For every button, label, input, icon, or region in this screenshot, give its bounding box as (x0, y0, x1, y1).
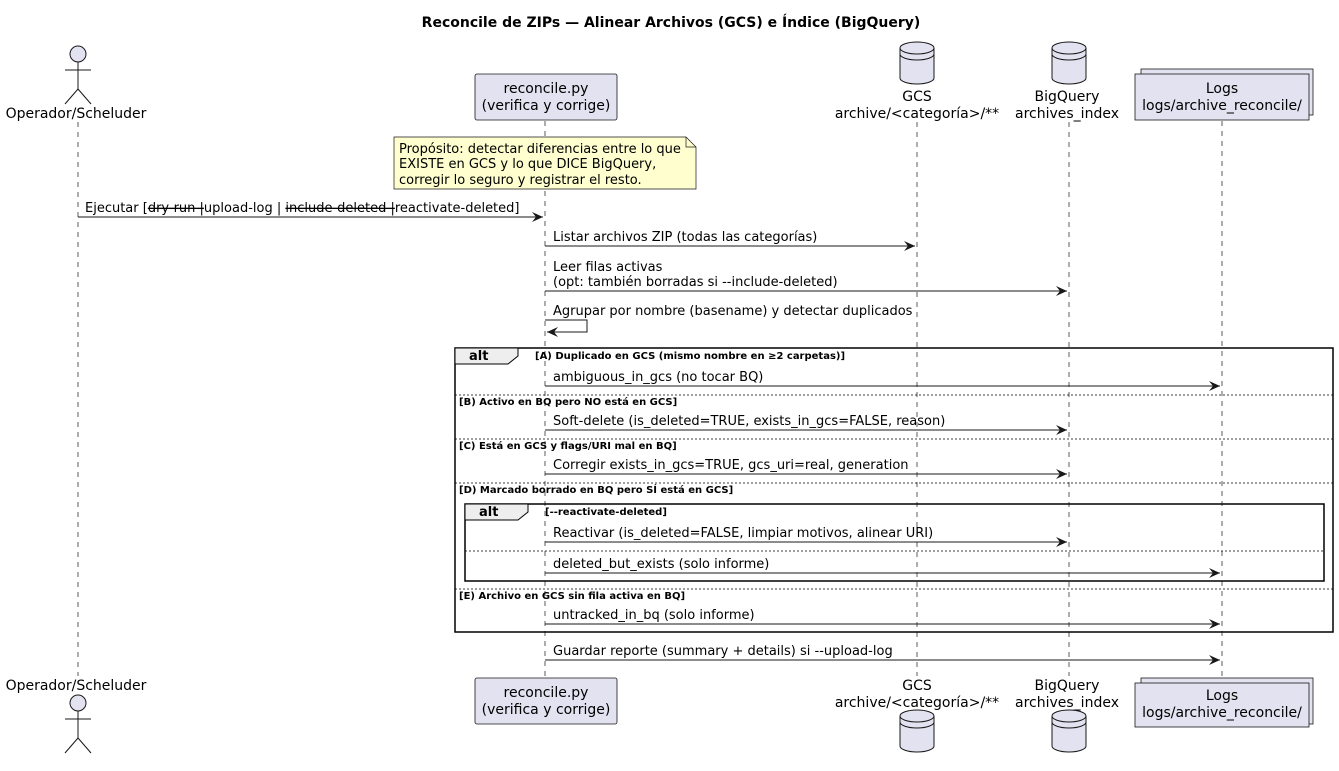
participant-label: GCS (902, 678, 932, 694)
participant-sublabel: (verifica y corrige) (482, 98, 611, 114)
database-icon (1051, 709, 1087, 753)
actor-icon (64, 694, 92, 754)
lifelines (77, 121, 1223, 676)
participant-gcs-bottom: GCS archive/<categoría>/** (835, 678, 999, 753)
participant-sublabel: archive/<categoría>/** (835, 106, 999, 122)
alt-fragment-outer: alt [A) Duplicado en GCS (mismo nombre e… (454, 347, 1334, 633)
alt-guard-a: [A) Duplicado en GCS (mismo nombre en ≥2… (535, 351, 845, 362)
alt-guard-c: [C) Está en GCS y flags/URI mal en BQ] (459, 440, 677, 452)
message-label-2: (opt: también borradas si --include-dele… (553, 275, 838, 290)
message-guardar-reporte: Guardar reporte (summary + details) si -… (545, 644, 1220, 665)
participant-reconcile-bottom: reconcile.py (verifica y corrige) (474, 677, 618, 725)
participant-sublabel: archives_index (1015, 106, 1119, 122)
alt-fragment-inner: alt [--reactivate-deleted] Reactivar (is… (464, 503, 1325, 582)
database-icon (1051, 41, 1087, 85)
alt-guard-reactivate: [--reactivate-deleted] (545, 507, 667, 518)
message-label-d1: Reactivar (is_deleted=FALSE, limpiar mot… (553, 526, 933, 541)
participant-sublabel: logs/archive_reconcile/ (1142, 705, 1302, 721)
participant-label: Logs (1206, 688, 1238, 704)
message-label: Ejecutar [dry-run |upload-log | include-… (85, 201, 519, 216)
participant-bigquery-top: BigQuery archives_index (1015, 41, 1119, 122)
message-listar: Listar archivos ZIP (todas las categoría… (545, 230, 915, 251)
participant-operador-top: Operador/Scheluder (6, 45, 147, 122)
alt-guard-e: [E) Archivo en GCS sin fila activa en BQ… (459, 591, 685, 602)
participant-label: Operador/Scheluder (6, 106, 147, 122)
alt-keyword: alt (469, 349, 488, 364)
message-label-b: Soft-delete (is_deleted=TRUE, exists_in_… (553, 414, 945, 429)
message-label: Leer filas activas (553, 260, 663, 275)
diagram-title: Reconcile de ZIPs — Alinear Archivos (GC… (422, 14, 921, 31)
participant-label: GCS (902, 89, 932, 105)
database-icon (899, 709, 935, 753)
message-label-d2: deleted_but_exists (solo informe) (553, 557, 769, 572)
note-line-2: EXISTE en GCS y lo que DICE BigQuery, (399, 157, 656, 172)
participant-label: reconcile.py (504, 685, 589, 701)
participant-logs-bottom: Logs logs/archive_reconcile/ (1134, 677, 1314, 728)
participant-bigquery-bottom: BigQuery archives_index (1015, 678, 1119, 753)
participant-gcs-top: GCS archive/<categoría>/** (835, 41, 999, 122)
message-ejecutar: Ejecutar [dry-run |upload-log | include-… (78, 201, 543, 222)
message-arrow (545, 319, 588, 337)
participant-logs-top: Logs logs/archive_reconcile/ (1134, 68, 1314, 121)
message-label: Listar archivos ZIP (todas las categoría… (553, 230, 817, 245)
participant-sublabel: archives_index (1015, 695, 1119, 711)
alt-guard-d: [D) Marcado borrado en BQ pero SÍ está e… (459, 483, 733, 496)
participant-label: BigQuery (1035, 678, 1100, 694)
message-agrupar-self: Agrupar por nombre (basename) y detectar… (545, 304, 913, 337)
database-icon (899, 41, 935, 85)
alt-keyword: alt (479, 505, 498, 520)
note-line-3: corregir lo seguro y registrar el resto. (399, 173, 642, 188)
participant-label: Logs (1206, 81, 1238, 97)
message-label-c: Corregir exists_in_gcs=TRUE, gcs_uri=rea… (553, 458, 909, 473)
purpose-note: Propósito: detectar diferencias entre lo… (393, 136, 697, 190)
participant-sublabel: (verifica y corrige) (482, 702, 611, 718)
participant-label: BigQuery (1035, 89, 1100, 105)
participant-label: reconcile.py (504, 81, 589, 97)
message-label-e: untracked_in_bq (solo informe) (553, 608, 755, 623)
participant-sublabel: archive/<categoría>/** (835, 695, 999, 711)
note-line-1: Propósito: detectar diferencias entre lo… (399, 142, 681, 157)
alt-guard-b: [B) Activo en BQ pero NO está en GCS] (459, 396, 677, 408)
participant-operador-bottom: Operador/Scheluder (6, 678, 147, 754)
message-label: Agrupar por nombre (basename) y detectar… (553, 304, 913, 319)
message-label: Guardar reporte (summary + details) si -… (553, 644, 893, 659)
actor-icon (64, 45, 92, 105)
participant-sublabel: logs/archive_reconcile/ (1142, 98, 1302, 114)
participant-reconcile-top: reconcile.py (verifica y corrige) (474, 73, 618, 121)
message-label-a: ambiguous_in_gcs (no tocar BQ) (553, 370, 763, 385)
message-leer-filas: Leer filas activas (opt: también borrada… (545, 260, 1067, 296)
participant-label: Operador/Scheluder (6, 678, 147, 694)
